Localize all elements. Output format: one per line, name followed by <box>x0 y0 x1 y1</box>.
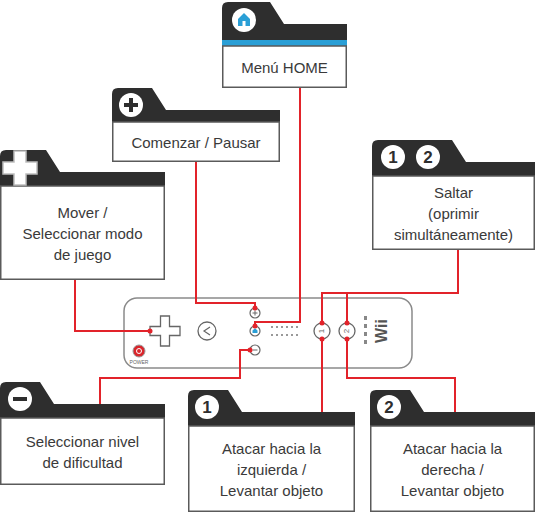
leader-line <box>322 250 458 323</box>
icon-circle <box>377 395 401 419</box>
dpad-button <box>150 316 180 346</box>
callout-number: 2 <box>423 149 432 166</box>
callout-body-frame <box>113 122 280 161</box>
home-mark <box>253 328 258 333</box>
power-button <box>133 345 145 357</box>
icon-circle <box>119 93 143 117</box>
callout-tab <box>112 88 280 122</box>
callout-text: Atacar hacia la izquierda / Levantar obj… <box>216 438 328 501</box>
callout-box: Seleccionar nivel de dificultad <box>0 382 165 485</box>
leader-line <box>75 280 150 331</box>
icon-circle <box>416 145 440 169</box>
leader-line <box>346 293 348 323</box>
callout-text: Mover / Seleccionar modo de juego <box>20 202 146 265</box>
speaker-holes <box>271 326 298 336</box>
callout-text: Seleccionar nivel de dificultad <box>18 431 148 473</box>
remote-body <box>124 298 412 368</box>
a-button-mark <box>204 327 210 335</box>
callout-text-area: Atacar hacia la derecha / Levantar objet… <box>370 426 535 512</box>
callout-text-area: Atacar hacia la izquierda / Levantar obj… <box>188 426 355 512</box>
callout-number: 1 <box>202 399 211 416</box>
callout-number: 2 <box>384 399 393 416</box>
leader-line <box>321 339 323 412</box>
callout-text: Menú HOME <box>241 57 328 78</box>
plus-icon <box>129 98 133 112</box>
home-icon-door <box>243 21 246 26</box>
callout-text: Saltar <box>434 182 473 203</box>
callout-subtext: (oprimir simultáneamente) <box>384 203 524 245</box>
callout-box: Menú HOME <box>222 2 347 88</box>
brand-logo: Wii <box>374 319 390 343</box>
callout-tab <box>370 390 535 426</box>
button-label: POWER <box>130 360 149 365</box>
icon-circle <box>381 145 405 169</box>
callout-text-area: Seleccionar nivel de dificultad <box>0 418 165 485</box>
callout-text-area: Mover / Seleccionar modo de juego <box>0 186 165 280</box>
callout-box: Comenzar / Pausar <box>112 88 280 162</box>
callout-text-area: Comenzar / Pausar <box>112 122 280 162</box>
callout-number: 1 <box>388 149 397 166</box>
home-icon <box>238 13 250 26</box>
callout-tab <box>372 140 535 176</box>
plus-mark <box>253 311 258 316</box>
leader-dots <box>148 306 350 353</box>
dpad-icon <box>3 151 37 185</box>
callout-body-frame <box>373 176 535 249</box>
callout-box: Atacar hacia la izquierda / Levantar obj… <box>188 390 355 512</box>
callout-tab <box>0 382 165 418</box>
leader-line <box>196 162 255 308</box>
player-leds <box>364 316 367 344</box>
callout-tab <box>222 2 347 40</box>
callout-body-frame <box>1 186 165 279</box>
callout-tab <box>188 390 355 426</box>
icon-circle <box>195 395 219 419</box>
minus-icon <box>13 397 27 401</box>
callout-body-frame <box>223 46 347 87</box>
wii-remote <box>124 298 412 368</box>
power-mark <box>137 349 142 354</box>
minus-mark <box>253 350 258 351</box>
callout-text: Comenzar / Pausar <box>131 132 260 153</box>
callout-box: Atacar hacia la derecha / Levantar objet… <box>370 390 535 512</box>
callout-text: Atacar hacia la derecha / Levantar objet… <box>397 438 509 501</box>
icon-circle <box>232 8 256 32</box>
button-label: 1 <box>318 329 326 333</box>
a-button <box>198 322 216 340</box>
callout-body-frame <box>1 418 165 484</box>
callout-box: Mover / Seleccionar modo de juego <box>0 150 165 280</box>
button-label: 2 <box>343 329 351 333</box>
callout-text-area: Menú HOME <box>222 46 347 88</box>
callout-body-frame <box>189 426 355 511</box>
callout-body-frame <box>371 426 535 511</box>
callout-outline <box>112 88 280 162</box>
callout-tab <box>0 150 165 186</box>
icon-circle <box>8 387 32 411</box>
callout-text-area: Saltar(oprimir simultáneamente) <box>372 176 535 250</box>
callout-stripe <box>222 40 347 46</box>
